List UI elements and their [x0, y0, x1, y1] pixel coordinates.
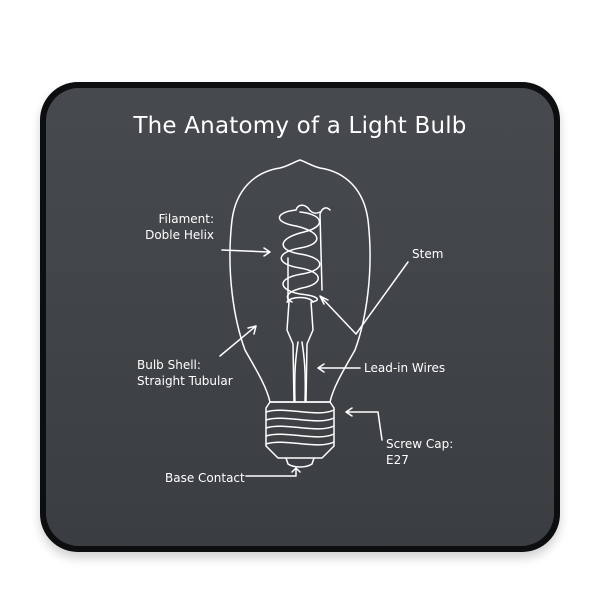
mousepad-shading	[46, 88, 554, 546]
screw-cap-outline	[265, 401, 335, 459]
lead-in-wire-left	[294, 341, 299, 403]
label-stem: Stem	[412, 247, 444, 261]
leader-lead-in	[317, 363, 361, 373]
leader-filament	[221, 247, 271, 257]
lead-in-wire-right	[301, 341, 306, 403]
diagram-title: The Anatomy of a Light Bulb	[133, 113, 467, 139]
stem-outline	[286, 301, 314, 403]
mousepad-surface	[46, 88, 554, 546]
base-contact	[285, 457, 315, 468]
filament-top-lead	[295, 204, 321, 214]
label-screw-cap: Screw Cap: E27	[386, 436, 453, 468]
label-filament-title: Filament:	[158, 212, 214, 226]
support-wire-right	[319, 207, 331, 291]
screw-cap-threads	[265, 409, 335, 446]
leader-bulb-shell	[219, 325, 257, 357]
label-filament: Filament: Doble Helix	[145, 211, 214, 243]
label-bulb-shell: Bulb Shell: Straight Tubular	[137, 357, 233, 389]
leader-stem	[319, 261, 409, 335]
label-bulb-shell-type: Straight Tubular	[137, 374, 233, 388]
label-screw-cap-title: Screw Cap:	[386, 437, 454, 451]
leader-base-contact	[245, 467, 301, 477]
label-lead-in-wires: Lead-in Wires	[364, 361, 446, 375]
label-base-contact: Base Contact	[165, 471, 245, 485]
label-filament-type: Doble Helix	[145, 228, 214, 242]
label-screw-cap-type: E27	[386, 453, 409, 467]
bulb-shell-outline	[229, 159, 371, 403]
label-bulb-shell-title: Bulb Shell:	[137, 358, 201, 372]
leader-screw-cap	[345, 407, 383, 441]
filament-coil-back	[278, 209, 319, 303]
